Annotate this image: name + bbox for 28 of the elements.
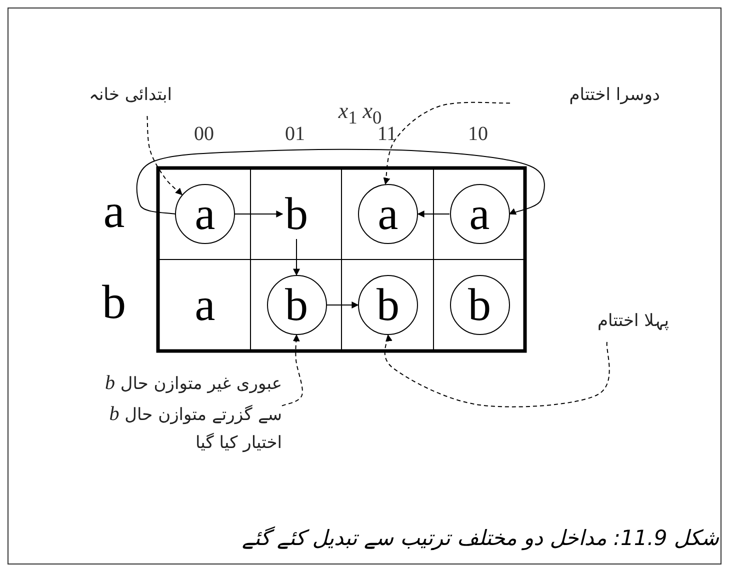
leader-arrow [384, 334, 610, 408]
state-letter: b [282, 189, 310, 239]
transition-arrow [417, 210, 450, 218]
column-label: 11 [377, 123, 398, 146]
state-letter: b [450, 276, 508, 334]
transition-arrow [136, 148, 545, 216]
leader-arrow [146, 116, 183, 196]
state-letter: b [268, 276, 326, 334]
state-letter: a [359, 185, 417, 243]
figure-caption: شکل 11.9: مداخل دو مختلف ترتیب سے تبدیل کئے گئے [242, 526, 719, 550]
annotation-text: پہلا اختتام [545, 308, 669, 342]
variable-label: x$_{1}$ x$_{0}$ [337, 97, 382, 126]
transition-arrow [234, 210, 284, 218]
state-letter: a [450, 185, 508, 243]
row-label: b [101, 275, 127, 331]
transition-arrow [293, 238, 300, 276]
column-label: 00 [193, 122, 215, 146]
transition-arrow [326, 302, 359, 308]
column-label: 01 [284, 122, 306, 146]
annotation-text: ابتدائی خانہ [48, 82, 172, 116]
leader-arrow [382, 102, 510, 185]
row-label: a [102, 184, 126, 240]
state-letter: b [359, 276, 417, 334]
leader-arrow [282, 334, 303, 406]
column-label: 10 [467, 122, 489, 146]
state-letter: a [176, 185, 234, 243]
annotation-text: دوسرا اختتام [510, 82, 660, 116]
state-letter: a [189, 280, 221, 330]
